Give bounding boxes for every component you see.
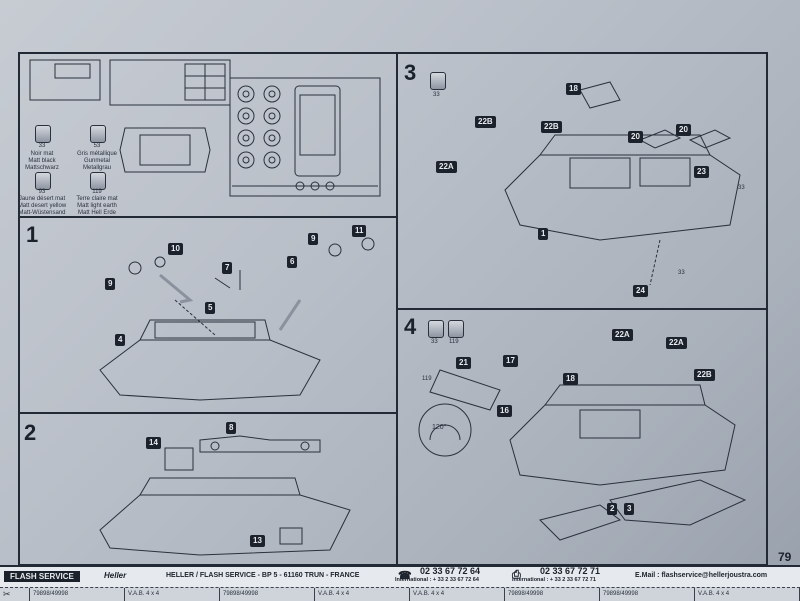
part-callout: 11 [352,225,367,237]
paint-name: Mattschwarz [25,165,59,171]
part-callout: 18 [566,83,581,95]
part-callout: 22A [612,329,633,341]
part-callout: 20 [676,124,691,136]
part-callout: 21 [456,357,471,369]
part-callout: 9 [308,233,319,245]
part-callout: 24 [633,285,648,297]
paint-chip [90,125,106,143]
part-callout: 18 [563,373,578,385]
part-callout: 17 [503,355,518,367]
part-callout: 2 [607,503,618,515]
paint-code: 93 [38,189,46,195]
part-callout: 16 [497,405,512,417]
part-callout: 8 [226,422,237,434]
paint-name: Matt desert yellow [17,203,67,209]
paint-chip [90,172,106,190]
order-cell: V.A.B. 4 x 4 [695,588,800,601]
paint-code: 33 [433,92,440,98]
paint-name: Terre claire mat [76,196,118,202]
part-callout: 5 [205,302,216,314]
phone-number: 02 33 67 72 64 [420,566,481,576]
fax-icon: ⎙ [512,569,521,581]
phone-international: International : + 33 2 33 67 72 64 [395,577,479,583]
paint-chip [430,72,446,90]
step-number: 3 [404,60,417,85]
paint-name: Noir mat [30,151,54,157]
part-callout: 22A [666,337,687,349]
part-callout: 20 [628,131,643,143]
heller-logo: Heller [104,571,127,580]
paint-name: Gris métallique [76,151,117,157]
page-number: 79 [778,550,792,564]
paint-code: 33 [678,270,685,276]
paint-code: 33 [38,143,46,149]
paint-code: 53 [93,143,101,149]
paint-chip [448,320,464,338]
paint-code: 33 [431,339,438,345]
part-callout: 1 [538,228,549,240]
paint-name: Matt black [28,158,56,164]
order-cell: V.A.B. 4 x 4 [315,588,410,601]
part-callout: 22B [694,369,715,381]
part-callout: 10 [168,243,183,255]
paint-name: Metallgrau [82,165,111,171]
paint-code: 119 [422,376,432,382]
paint-name: Matt Hell Erde [77,210,116,216]
part-callout: 6 [287,256,298,268]
fax-international: International : + 33 2 33 67 72 71 [512,577,596,583]
part-callout: 23 [694,166,709,178]
angle-label: 120° [432,424,447,431]
order-code: 79898/49998 [603,591,639,597]
order-cell: 79898/49998 [30,588,125,601]
part-callout: 7 [222,262,233,274]
order-code: 79898/49998 [33,591,69,597]
step-number: 4 [404,314,417,339]
paint-name: Matt-Wüstensand [18,210,66,216]
step-number: 2 [24,420,37,445]
order-cell: V.A.B. 4 x 4 [125,588,220,601]
fax-number: 02 33 67 72 71 [540,566,601,576]
email: E.Mail : flashservice@hellerjoustra.com [635,572,768,579]
paint-chip [35,172,51,190]
paint-chip [35,125,51,143]
paint-code: 33 [738,185,745,191]
order-name: V.A.B. 4 x 4 [128,591,160,597]
part-callout: 3 [624,503,635,515]
order-cell: 79898/49998 [220,588,315,601]
scissors-icon: ✂ [0,588,30,601]
order-cell: V.A.B. 4 x 4 [410,588,505,601]
step-number: 1 [26,222,39,247]
order-cell: 79898/49998 [600,588,695,601]
part-callout: 14 [146,437,161,449]
order-cell: 79898/49998 [505,588,600,601]
footer-bar: FLASH SERVICE Heller HELLER / FLASH SERV… [0,565,800,589]
paint-chip [428,320,444,338]
order-code: 79898/49998 [508,591,544,597]
order-code: 79898/49998 [223,591,259,597]
part-callout: 9 [105,278,116,290]
paint-code: 119 [92,189,102,195]
paint-code: 119 [449,339,459,345]
part-callout: 13 [250,535,265,547]
address: HELLER / FLASH SERVICE - BP 5 - 61160 TR… [166,572,360,579]
order-strip: ✂ 79898/49998 V.A.B. 4 x 4 79898/49998 V… [0,587,800,601]
order-name: V.A.B. 4 x 4 [318,591,350,597]
order-name: V.A.B. 4 x 4 [698,591,730,597]
part-callout: 22B [475,116,496,128]
part-callout: 22B [541,121,562,133]
phone-icon: ☎ [398,570,412,582]
part-callout: 4 [115,334,126,346]
order-name: V.A.B. 4 x 4 [413,591,445,597]
part-callout: 22A [436,161,457,173]
paint-name: Gunmetal [83,158,110,164]
paint-name: Jaune désert mat [18,196,66,202]
brand-flash-service: FLASH SERVICE [4,571,80,582]
paint-name: Matt light earth [77,203,117,209]
